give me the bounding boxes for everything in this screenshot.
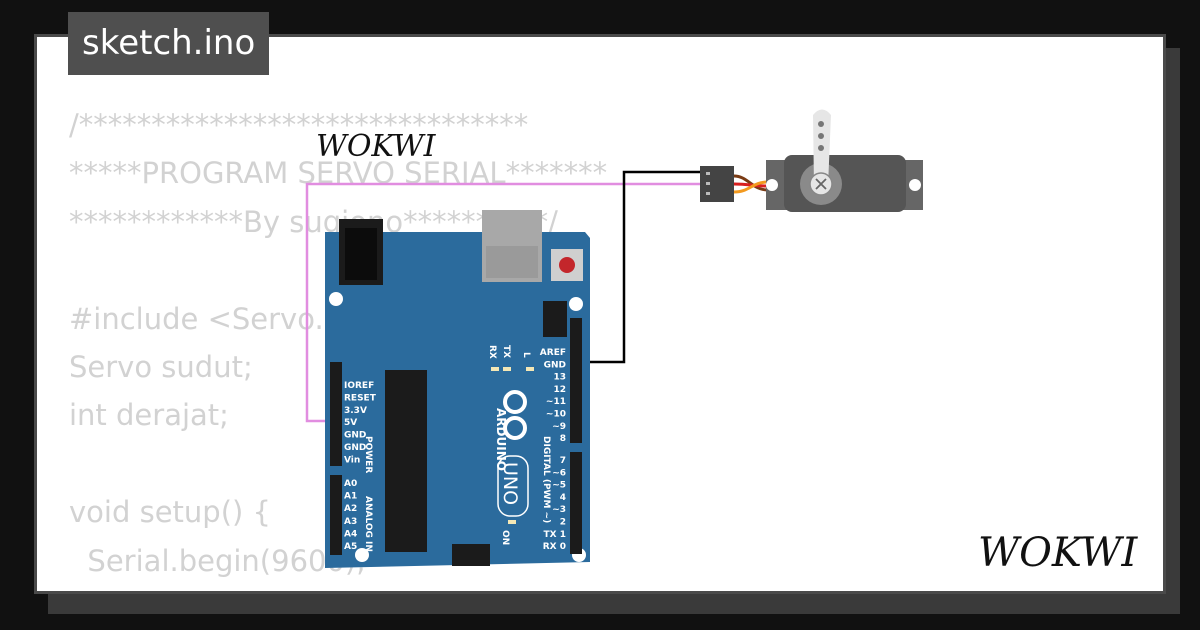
analog-header-label: ANALOG IN bbox=[363, 496, 373, 552]
pin-label: 5V bbox=[344, 418, 357, 428]
code-line: Servo sudut; bbox=[69, 349, 253, 384]
on-led bbox=[508, 520, 516, 524]
pin-label: 13 bbox=[553, 373, 566, 383]
digital-header-top bbox=[570, 318, 582, 443]
pin-label: 7 bbox=[560, 456, 566, 466]
wokwi-watermark-small: WOKWI bbox=[316, 129, 437, 164]
pin-label: TX 1 bbox=[544, 530, 566, 540]
pin-label: ~5 bbox=[552, 481, 566, 491]
pin-label: IOREF bbox=[344, 381, 374, 391]
pin-label: 2 bbox=[560, 518, 566, 528]
l-led bbox=[526, 367, 534, 371]
on-led-label: ON bbox=[500, 530, 510, 545]
arduino-brand-label: ARDUINO bbox=[494, 408, 508, 471]
arduino-logo-icon bbox=[503, 390, 527, 440]
pin-label: ~6 bbox=[552, 468, 566, 478]
rx-led-label: RX bbox=[487, 345, 497, 359]
digital-header-label: DIGITAL (PWM ~) bbox=[541, 436, 551, 523]
microcontroller-chip bbox=[385, 370, 427, 552]
diagram-card: /************************************PRO… bbox=[34, 34, 1166, 594]
arduino-uno-board[interactable]: ARDUINO UNO POWER ANALOG IN DIGITAL (PWM… bbox=[325, 210, 590, 568]
code-line: void setup() { bbox=[69, 495, 271, 530]
pin-label: A1 bbox=[344, 492, 357, 502]
pin-label: 3.3V bbox=[344, 406, 367, 416]
pin-label: ~10 bbox=[546, 410, 566, 420]
uno-badge-frame bbox=[497, 455, 529, 517]
uno-model-label: UNO bbox=[499, 462, 521, 505]
servo-lead-brown bbox=[733, 174, 769, 192]
pin-label: A4 bbox=[344, 529, 357, 539]
servo-connector bbox=[700, 166, 734, 202]
analog-header bbox=[330, 475, 342, 555]
mounting-hole bbox=[329, 292, 343, 306]
mounting-hole bbox=[355, 548, 369, 562]
servo-mount-hole bbox=[909, 179, 921, 191]
l-led-label: L bbox=[521, 352, 531, 358]
pin-label: ~11 bbox=[546, 397, 566, 407]
pin-label: 4 bbox=[560, 493, 566, 503]
pin-label: 12 bbox=[553, 385, 566, 395]
pin-label: ~9 bbox=[552, 422, 566, 432]
code-line: /******************************* bbox=[69, 108, 529, 142]
servo-motor[interactable] bbox=[700, 109, 923, 213]
pin-label: ~3 bbox=[552, 505, 566, 515]
power-header bbox=[330, 362, 342, 466]
icsp-header-bottom bbox=[452, 544, 490, 566]
servo-mount-hole bbox=[766, 179, 778, 191]
pin-label: GND bbox=[344, 443, 366, 453]
servo-lead-red bbox=[733, 182, 769, 188]
servo-lead-orange bbox=[733, 180, 769, 194]
sketch-title-tab[interactable]: sketch.ino bbox=[68, 12, 270, 75]
pin-label: RESET bbox=[344, 393, 377, 403]
mounting-hole bbox=[569, 297, 583, 311]
pin-label: AREF bbox=[540, 348, 566, 358]
pin-label: GND bbox=[544, 360, 566, 370]
rx-led bbox=[503, 367, 511, 371]
code-line: Serial.begin(9600); bbox=[69, 543, 367, 578]
pin-label: A5 bbox=[344, 542, 357, 552]
icsp-header bbox=[543, 301, 567, 337]
wire-5v-to-servo[interactable] bbox=[305, 182, 715, 423]
pin-label: RX 0 bbox=[543, 542, 566, 552]
tx-led-label: TX bbox=[501, 345, 511, 358]
pin-label: Vin bbox=[344, 455, 360, 465]
tx-led bbox=[491, 367, 499, 371]
pin-label: A2 bbox=[344, 504, 357, 514]
pin-label: GND bbox=[344, 431, 366, 441]
pin-label: A3 bbox=[344, 517, 357, 527]
power-header-label: POWER bbox=[363, 436, 373, 473]
digital-pin-labels: AREF GND 13 12 ~11 ~10 ~9 8 7 ~6 ~5 4 ~3 2 TX 1 RX 0 bbox=[540, 348, 566, 552]
pin-label: 8 bbox=[560, 434, 566, 444]
wokwi-watermark-large: WOKWI bbox=[978, 530, 1138, 576]
power-pin-labels: IOREF RESET 3.3V 5V GND GND Vin bbox=[344, 381, 377, 465]
code-line: int derajat; bbox=[69, 398, 229, 433]
pin-label: A0 bbox=[344, 479, 357, 489]
wire-gnd-to-servo[interactable] bbox=[578, 170, 715, 364]
digital-header-bottom bbox=[570, 452, 582, 554]
